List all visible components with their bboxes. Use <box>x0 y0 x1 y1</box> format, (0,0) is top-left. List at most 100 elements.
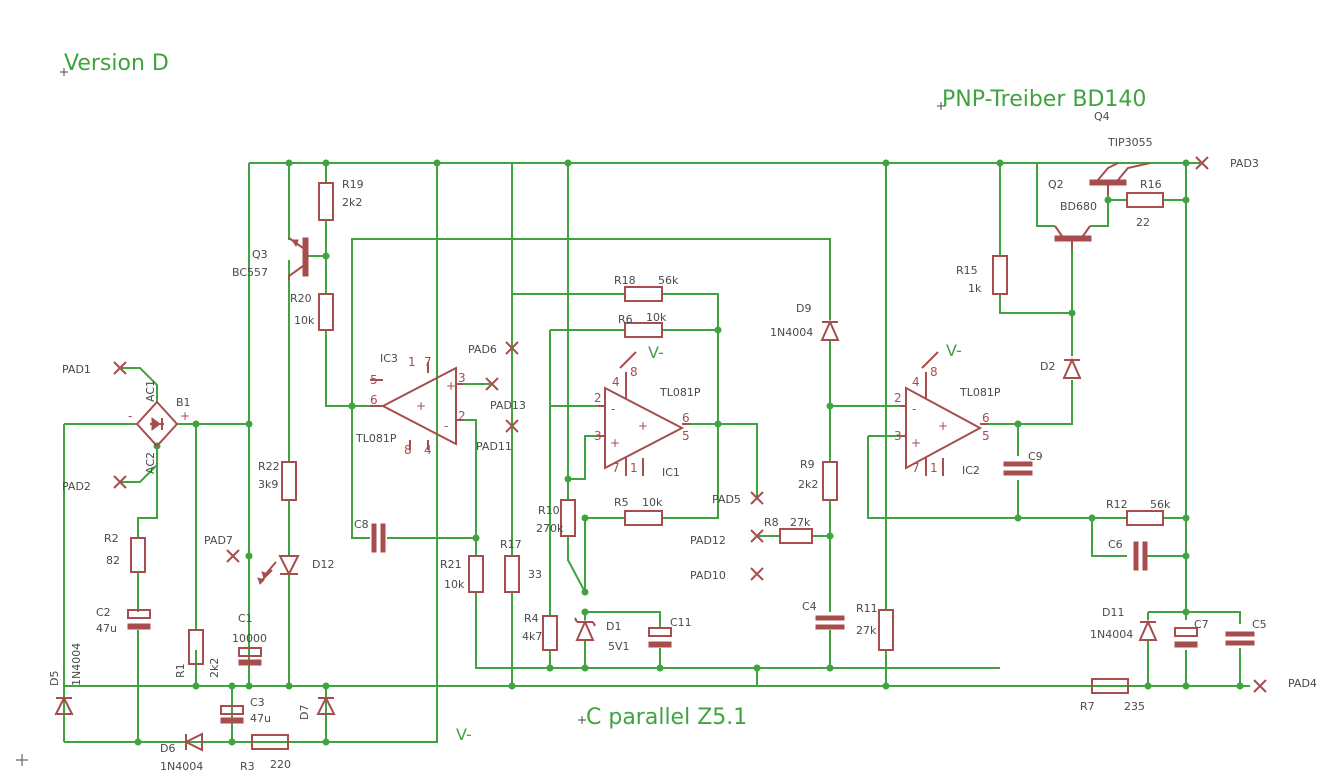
value-r21: 10k <box>444 578 465 591</box>
svg-text:+: + <box>446 379 456 393</box>
pad5-marker <box>750 491 764 505</box>
value-q3: BC557 <box>232 266 268 279</box>
resistor-r8 <box>779 528 813 544</box>
pad4-label: PAD4 <box>1288 677 1317 690</box>
value-r5: 10k <box>642 496 663 509</box>
label-r4: R4 <box>524 612 539 625</box>
value-r6: 10k <box>646 311 667 324</box>
svg-text:+: + <box>638 419 648 433</box>
value-r1: 2k2 <box>208 658 221 678</box>
pad12-marker <box>750 529 764 543</box>
svg-text:5: 5 <box>982 429 990 443</box>
label-ic2: IC2 <box>962 464 980 477</box>
svg-text:5: 5 <box>682 429 690 443</box>
svg-text:+: + <box>911 436 921 450</box>
resistor-r11 <box>878 609 894 651</box>
capacitor-c8 <box>371 523 386 553</box>
label-r21: R21 <box>440 558 462 571</box>
diode-d2 <box>1062 357 1082 379</box>
resistor-r5 <box>624 510 663 526</box>
pad-markers <box>113 156 1267 693</box>
pin-numbers: 5 6 3 2 7 1 8 4 2 3 6 5 4 8 7 1 2 3 6 5 … <box>370 355 990 475</box>
svg-text:2: 2 <box>594 391 602 405</box>
label-d11: D11 <box>1102 606 1124 619</box>
version-title: Version D <box>64 51 169 76</box>
value-r12: 56k <box>1150 498 1171 511</box>
label-q3: Q3 <box>252 248 268 261</box>
vminus-ic2: V- <box>946 341 962 360</box>
diodes <box>54 319 1158 752</box>
capacitors <box>127 461 1255 724</box>
svg-text:-: - <box>128 409 132 423</box>
svg-text:3: 3 <box>594 429 602 443</box>
svg-text:4: 4 <box>424 443 432 457</box>
value-r9: 2k2 <box>798 478 818 491</box>
resistor-r15 <box>992 255 1008 295</box>
pad1-marker <box>113 361 127 375</box>
pad2-label: PAD2 <box>62 480 91 493</box>
wires <box>63 162 1250 743</box>
svg-text:2: 2 <box>894 391 902 405</box>
svg-text:5: 5 <box>370 373 378 387</box>
label-b1: B1 <box>176 396 191 409</box>
label-c1: C1 <box>238 612 253 625</box>
label-r8: R8 <box>764 516 779 529</box>
svg-text:6: 6 <box>370 393 378 407</box>
type-ic2: TL081P <box>959 386 1001 399</box>
resistor-r18 <box>624 286 663 302</box>
diode-d6 <box>183 732 203 752</box>
value-r3: 220 <box>270 758 291 771</box>
resistor-r22 <box>281 461 297 501</box>
value-r8: 27k <box>790 516 811 529</box>
value-d1: 5V1 <box>608 640 630 653</box>
pad6-marker <box>505 341 519 355</box>
value-q2: BD680 <box>1060 200 1097 213</box>
capacitor-c5 <box>1225 631 1255 646</box>
label-r11: R11 <box>856 602 878 615</box>
pad7-label: PAD7 <box>204 534 233 547</box>
svg-text:3: 3 <box>894 429 902 443</box>
label-r9: R9 <box>800 458 815 471</box>
resistor-r19 <box>318 182 334 221</box>
label-q4: Q4 <box>1094 110 1110 123</box>
capacitor-c1 <box>238 647 262 666</box>
pad12-label: PAD12 <box>690 534 726 547</box>
resistor-r6 <box>624 322 663 338</box>
svg-text:+: + <box>416 399 426 413</box>
label-ic3: IC3 <box>380 352 398 365</box>
pnp-title: PNP-Treiber BD140 <box>942 87 1146 112</box>
resistor-r4 <box>542 615 558 651</box>
label-r19: R19 <box>342 178 364 191</box>
type-ic1: TL081P <box>659 386 701 399</box>
resistors <box>130 182 1164 750</box>
label-c2: C2 <box>96 606 111 619</box>
label-r20: R20 <box>290 292 312 305</box>
label-d12: D12 <box>312 558 334 571</box>
resistor-r16 <box>1126 192 1164 208</box>
junctions <box>134 159 1244 746</box>
value-r4: 4k7 <box>522 630 542 643</box>
label-d1: D1 <box>606 620 621 633</box>
value-d6: 1N4004 <box>160 760 203 773</box>
label-ic1: IC1 <box>662 466 680 479</box>
pad-labels: PAD1 PAD2 PAD7 PAD6 PAD13 PAD11 PAD5 PAD… <box>62 157 1317 690</box>
pad2-marker <box>113 475 127 489</box>
capacitor-c3 <box>220 705 244 724</box>
capacitor-c7 <box>1174 627 1198 648</box>
value-r19: 2k2 <box>342 196 362 209</box>
label-d5: D5 <box>48 671 61 686</box>
resistor-r17 <box>504 555 520 593</box>
ac1-label: AC1 <box>144 380 157 402</box>
opamps: + - + - + + - + + <box>370 351 988 476</box>
svg-text:1: 1 <box>630 461 638 475</box>
value-r22: 3k9 <box>258 478 278 491</box>
label-r16: R16 <box>1140 178 1162 191</box>
value-r16: 22 <box>1136 216 1150 229</box>
svg-text:+: + <box>610 436 620 450</box>
value-q4: TIP3055 <box>1107 136 1153 149</box>
transistor-q2 <box>1054 225 1092 250</box>
svg-text:-: - <box>611 402 615 416</box>
value-r18: 56k <box>658 274 679 287</box>
resistor-r2 <box>130 537 146 573</box>
value-d5: 1N4004 <box>70 643 83 686</box>
